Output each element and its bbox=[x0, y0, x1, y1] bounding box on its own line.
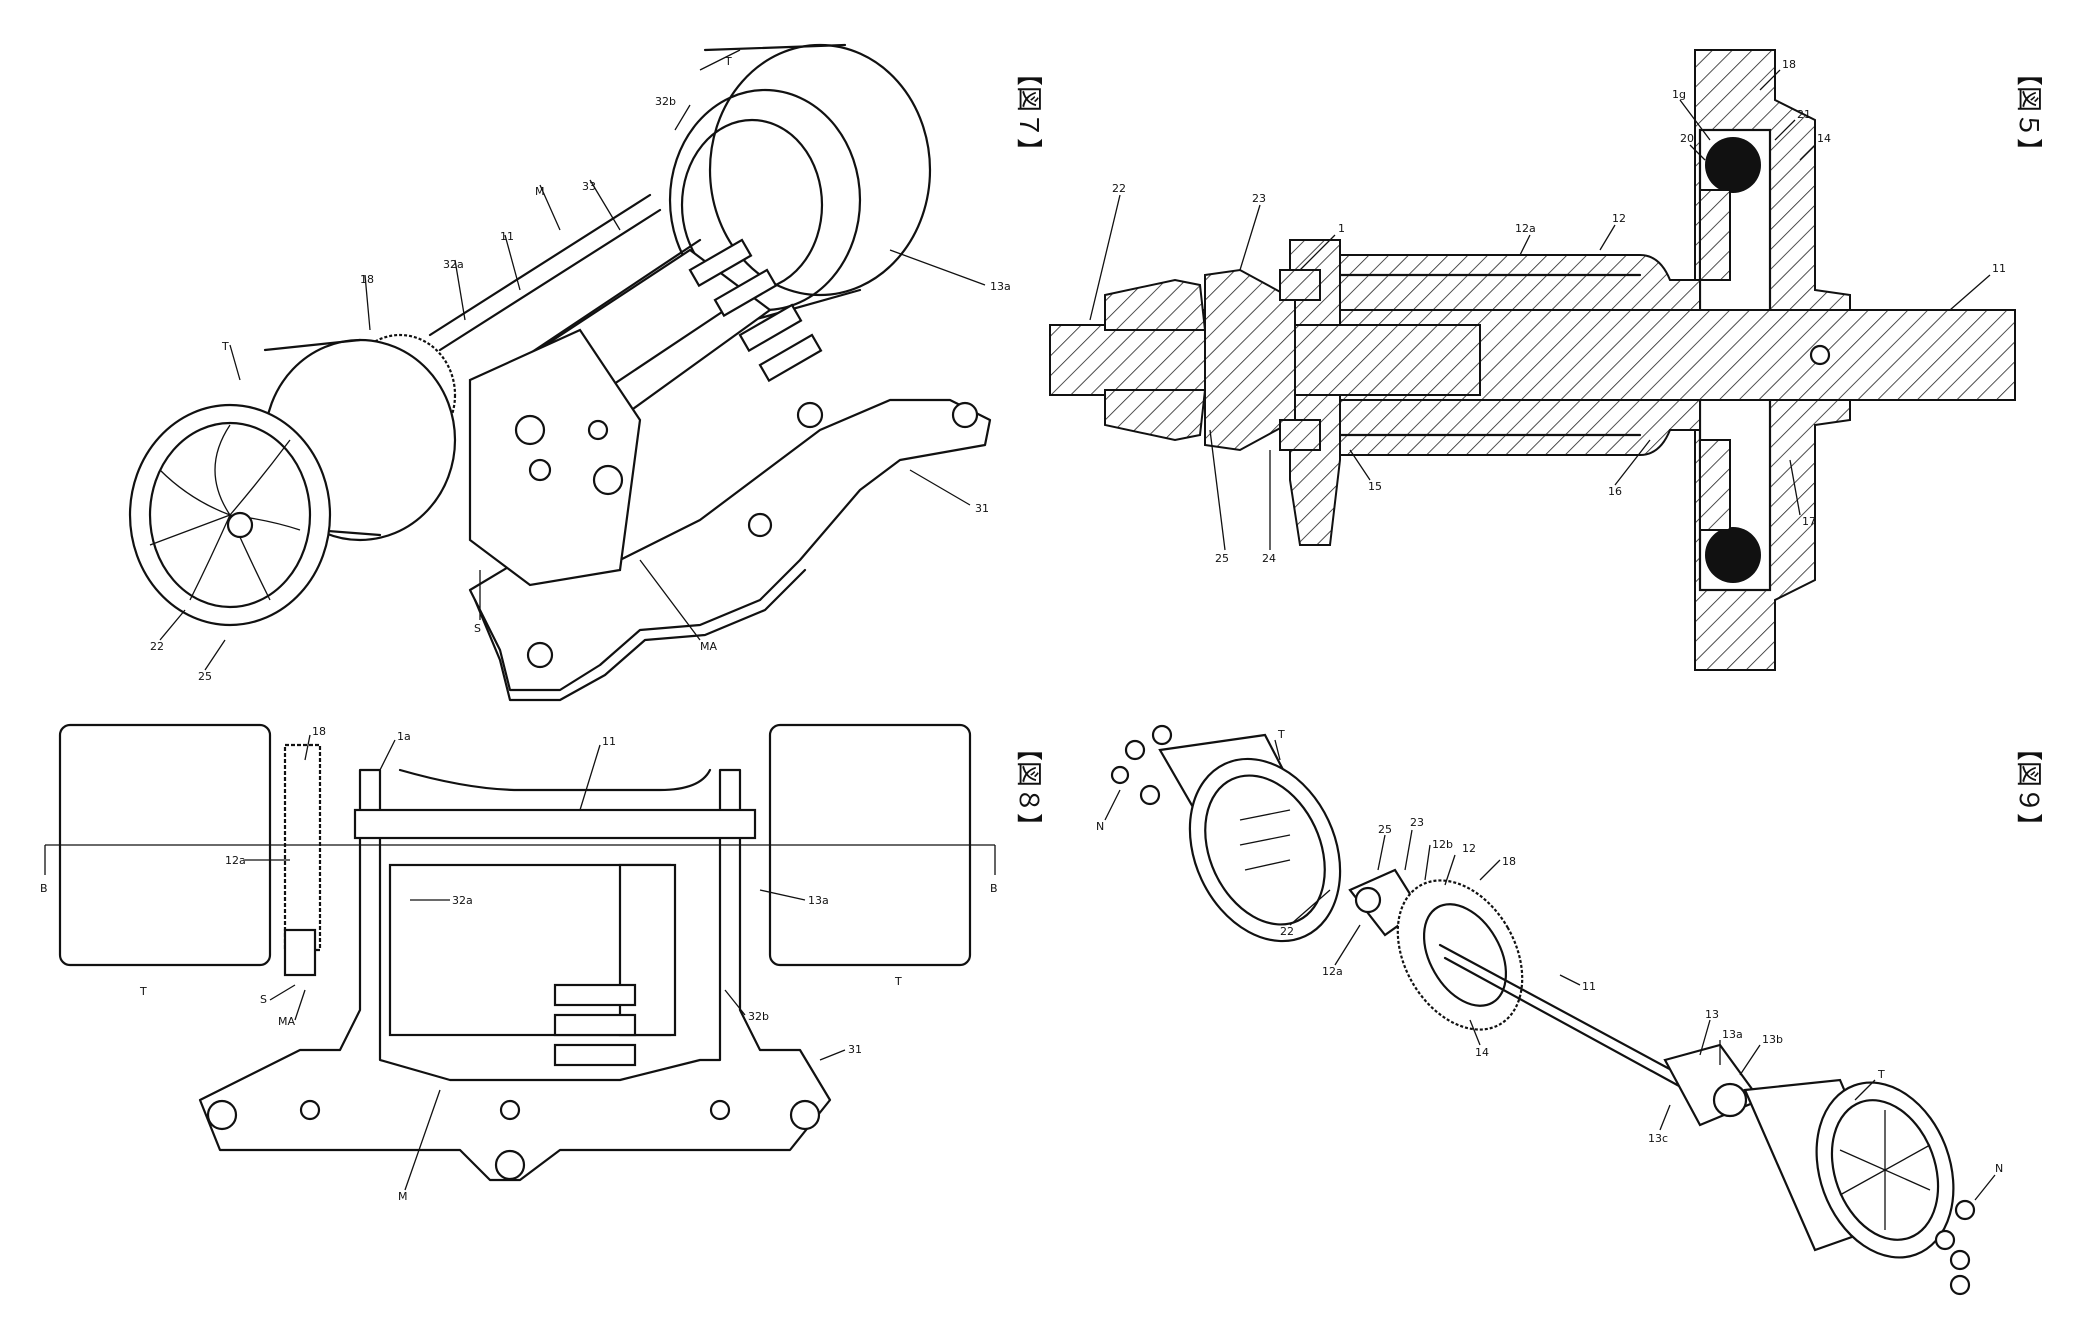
fig8-label-B-left: B bbox=[40, 882, 48, 895]
fig5-label-12: 12 bbox=[1612, 212, 1626, 225]
fig8-label-1a: 1a bbox=[397, 730, 411, 743]
fig8-label-18: 18 bbox=[312, 725, 326, 738]
fig9-label-13b: 13b bbox=[1762, 1033, 1783, 1046]
fig5-label-17: 17 bbox=[1802, 515, 1816, 528]
figure-7-labels: T 32b M 33 32a 11 18 T 13a 31 S MA 22 25 bbox=[150, 55, 1011, 683]
fig5-label-25: 25 bbox=[1215, 552, 1229, 565]
fig5-label-11: 11 bbox=[1992, 262, 2006, 275]
fig5-label-15: 15 bbox=[1368, 480, 1382, 493]
fig5-label-22: 22 bbox=[1112, 182, 1126, 195]
fig8-label-MA: MA bbox=[278, 1015, 295, 1028]
fig7-label-33: 33 bbox=[582, 180, 596, 193]
fig8-label-11: 11 bbox=[602, 735, 616, 748]
fig9-label-13: 13 bbox=[1705, 1008, 1719, 1021]
fig9-label-T-top: T bbox=[1277, 728, 1285, 741]
fig7-label-13a: 13a bbox=[990, 280, 1011, 293]
fig9-label-18: 18 bbox=[1502, 855, 1516, 868]
bearing-ball-top bbox=[1705, 137, 1761, 193]
fig9-label-13a: 13a bbox=[1722, 1028, 1743, 1041]
figure-8-labels: 18 1a 11 12a B 32a 13a B T T S MA 32b 31… bbox=[40, 725, 998, 1203]
fig7-label-T-front: T bbox=[221, 340, 229, 353]
fig9-label-14: 14 bbox=[1475, 1046, 1489, 1059]
figure-8-plan-view: 18 1a 11 12a B 32a 13a B T T S MA 32b 31… bbox=[40, 723, 1043, 1203]
figure-9-exploded-view: T N 25 23 12b 12 18 22 12a 11 14 13 13a … bbox=[1096, 724, 2043, 1296]
figure-7-perspective-view: T 32b M 33 32a 11 18 T 13a 31 S MA 22 25… bbox=[128, 43, 1043, 702]
fig8-label-B-right: B bbox=[990, 882, 998, 895]
fig5-label-1: 1 bbox=[1338, 222, 1345, 235]
fig8-label-12a: 12a bbox=[225, 854, 246, 867]
fig9-label-23: 23 bbox=[1410, 816, 1424, 829]
figure-5-title: 【図５】 bbox=[2013, 60, 2043, 164]
fig8-label-T-left: T bbox=[139, 985, 147, 998]
fig5-label-14: 14 bbox=[1817, 132, 1831, 145]
figure-7-title: 【図７】 bbox=[1013, 60, 1043, 164]
fig5-label-21: 21 bbox=[1797, 108, 1811, 121]
fig5-label-1g: 1g bbox=[1672, 88, 1686, 101]
fig5-label-23: 23 bbox=[1252, 192, 1266, 205]
fig7-label-25: 25 bbox=[198, 670, 212, 683]
fig7-label-S: S bbox=[474, 622, 481, 635]
fig7-label-M: M bbox=[535, 185, 545, 198]
fig8-label-T-right: T bbox=[894, 975, 902, 988]
fig7-label-32a: 32a bbox=[443, 258, 464, 271]
fig8-label-13a: 13a bbox=[808, 894, 829, 907]
fig8-spur-gear bbox=[283, 743, 322, 952]
fig9-label-N-bottom: N bbox=[1995, 1162, 2003, 1175]
fig8-label-31: 31 bbox=[848, 1043, 862, 1056]
bearing-ball-bottom bbox=[1705, 527, 1761, 583]
fig7-label-18: 18 bbox=[360, 273, 374, 286]
screws-N-bottom bbox=[1934, 1199, 1976, 1296]
fig9-label-11: 11 bbox=[1582, 980, 1596, 993]
fig5-label-24: 24 bbox=[1262, 552, 1276, 565]
fig9-label-12: 12 bbox=[1462, 842, 1476, 855]
fig8-label-S: S bbox=[260, 993, 267, 1006]
figure-9-title: 【図９】 bbox=[2013, 735, 2043, 839]
fig9-label-13c: 13c bbox=[1648, 1132, 1668, 1145]
fig9-label-T-bottom: T bbox=[1877, 1068, 1885, 1081]
fig9-label-12a: 12a bbox=[1322, 965, 1343, 978]
fig5-label-16: 16 bbox=[1608, 485, 1622, 498]
motor-terminals bbox=[688, 238, 823, 383]
fig5-label-20: 20 bbox=[1680, 132, 1694, 145]
fig8-label-32a: 32a bbox=[452, 894, 473, 907]
fig7-label-31: 31 bbox=[975, 502, 989, 515]
fig5-label-18: 18 bbox=[1782, 58, 1796, 71]
fig9-label-N-top: N bbox=[1096, 820, 1104, 833]
fig7-label-22: 22 bbox=[150, 640, 164, 653]
figure-5-cross-section: 22 23 1 12a 12 18 1g 20 21 14 11 15 16 1… bbox=[1049, 49, 2043, 671]
fig8-label-M: M bbox=[398, 1190, 408, 1203]
fig9-label-25: 25 bbox=[1378, 823, 1392, 836]
figure-8-title: 【図８】 bbox=[1013, 735, 1043, 839]
figure-5-labels: 22 23 1 12a 12 18 1g 20 21 14 11 15 16 1… bbox=[1112, 58, 2006, 565]
fig7-label-T-rear: T bbox=[724, 55, 732, 68]
wheel-spokes bbox=[149, 424, 301, 601]
screws-N-top bbox=[1110, 724, 1173, 806]
fig9-axle-shaft bbox=[1438, 943, 1692, 1094]
figure-9-labels: T N 25 23 12b 12 18 22 12a 11 14 13 13a … bbox=[1096, 728, 2003, 1175]
fig5-label-12a: 12a bbox=[1515, 222, 1536, 235]
fig7-label-32b: 32b bbox=[655, 95, 676, 108]
fig7-label-MA: MA bbox=[700, 640, 717, 653]
fig9-label-12b: 12b bbox=[1432, 838, 1453, 851]
fig8-label-32b: 32b bbox=[748, 1010, 769, 1023]
fig7-label-11: 11 bbox=[500, 230, 514, 243]
fig9-label-22: 22 bbox=[1280, 925, 1294, 938]
